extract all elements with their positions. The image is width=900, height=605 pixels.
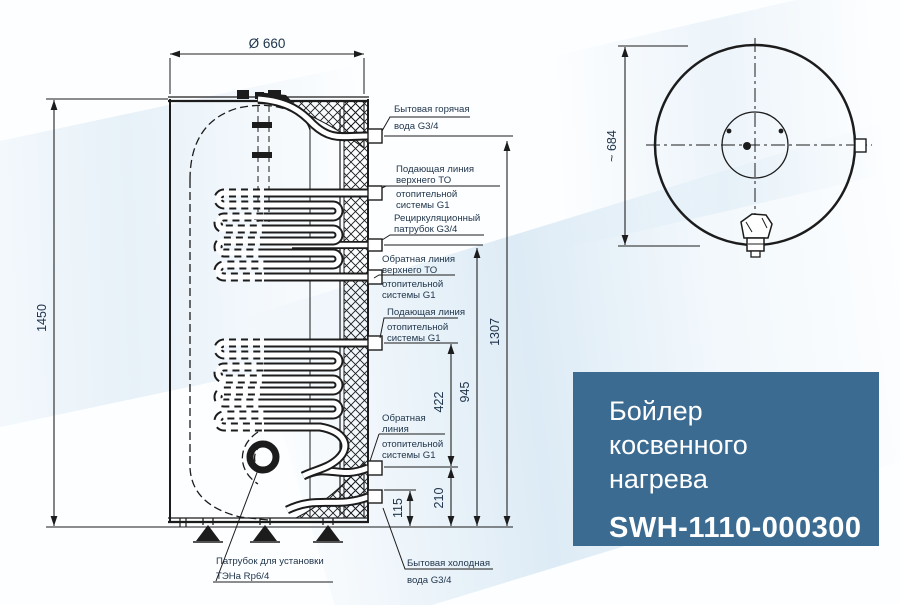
callout-return-heating-line1: Обратная bbox=[382, 413, 426, 424]
callout-return-top-line4: системы G1 bbox=[382, 290, 436, 301]
callout-leaders bbox=[213, 116, 500, 583]
callout-return-heating-line2: линия bbox=[382, 424, 409, 435]
callout-supply-heating-line3: системы G1 bbox=[387, 333, 441, 344]
callout-supply-top-line4: системы G1 bbox=[396, 200, 450, 211]
callout-labels: Бытовая горячая вода G3/4 Подающая линия… bbox=[216, 104, 490, 586]
callout-supply-top-line3: отопительной bbox=[396, 189, 457, 200]
callout-ten-port-line2: ТЭНа Rp6/4 bbox=[216, 571, 270, 582]
callout-ten-port-line1: Патрубок для установки bbox=[216, 556, 324, 567]
dim-1307: 1307 bbox=[488, 318, 502, 346]
dim-total-height: 1450 bbox=[35, 304, 49, 332]
dim-422: 422 bbox=[432, 392, 446, 413]
dim-top-view-width: ~ 684 bbox=[605, 130, 619, 162]
dimension-lines bbox=[46, 50, 513, 528]
callout-recirculation-line1: Рециркуляционный bbox=[394, 213, 480, 224]
callout-supply-heating-line1: Подающая линия bbox=[387, 307, 465, 318]
callout-cold-water-line1: Бытовая холодная bbox=[407, 558, 490, 569]
product-model-number: SWH-1110-000300 bbox=[609, 512, 862, 544]
callout-recirculation-line2: патрубок G3/4 bbox=[394, 224, 458, 235]
top-view: ~ 684 bbox=[605, 38, 872, 258]
product-panel: Бойлер косвенного нагрева SWH-1110-00030… bbox=[573, 372, 879, 546]
dim-diameter: Ø 660 bbox=[249, 36, 286, 51]
pipe-stubs bbox=[367, 128, 383, 504]
callout-cold-water-line2: вода G3/4 bbox=[407, 575, 452, 586]
dim-210: 210 bbox=[432, 488, 446, 509]
product-title-line1: Бойлер bbox=[609, 396, 703, 426]
callout-return-top-line3: отопительной bbox=[382, 279, 443, 290]
callout-supply-heating-line2: отопительной bbox=[387, 322, 448, 333]
top-view-side-stub bbox=[854, 138, 867, 153]
callout-supply-top-line1: Подающая линия bbox=[396, 164, 474, 175]
dim-945: 945 bbox=[458, 382, 472, 403]
callout-hot-water-line2: вода G3/4 bbox=[394, 121, 439, 132]
heating-element-flange bbox=[241, 431, 280, 485]
front-view: Ø 660 1450 1307 945 422 210 115 Бытовая … bbox=[35, 36, 513, 586]
callout-return-heating-line3: отопительной bbox=[382, 439, 443, 450]
product-title-line2: косвенного bbox=[609, 430, 748, 460]
top-view-bottom-fitting bbox=[740, 213, 773, 258]
callout-return-heating-line4: системы G1 bbox=[382, 450, 436, 461]
callout-return-top-line1: Обратная линия bbox=[382, 254, 455, 265]
insulation-hatch bbox=[267, 100, 368, 519]
callout-hot-water-line1: Бытовая горячая bbox=[394, 104, 470, 115]
callout-supply-top-line2: верхнего ТО bbox=[396, 175, 451, 186]
dim-115: 115 bbox=[391, 498, 405, 518]
feet bbox=[179, 518, 343, 543]
product-title-line3: нагрева bbox=[609, 464, 708, 494]
callout-return-top-line2: верхнего ТО bbox=[382, 265, 437, 276]
